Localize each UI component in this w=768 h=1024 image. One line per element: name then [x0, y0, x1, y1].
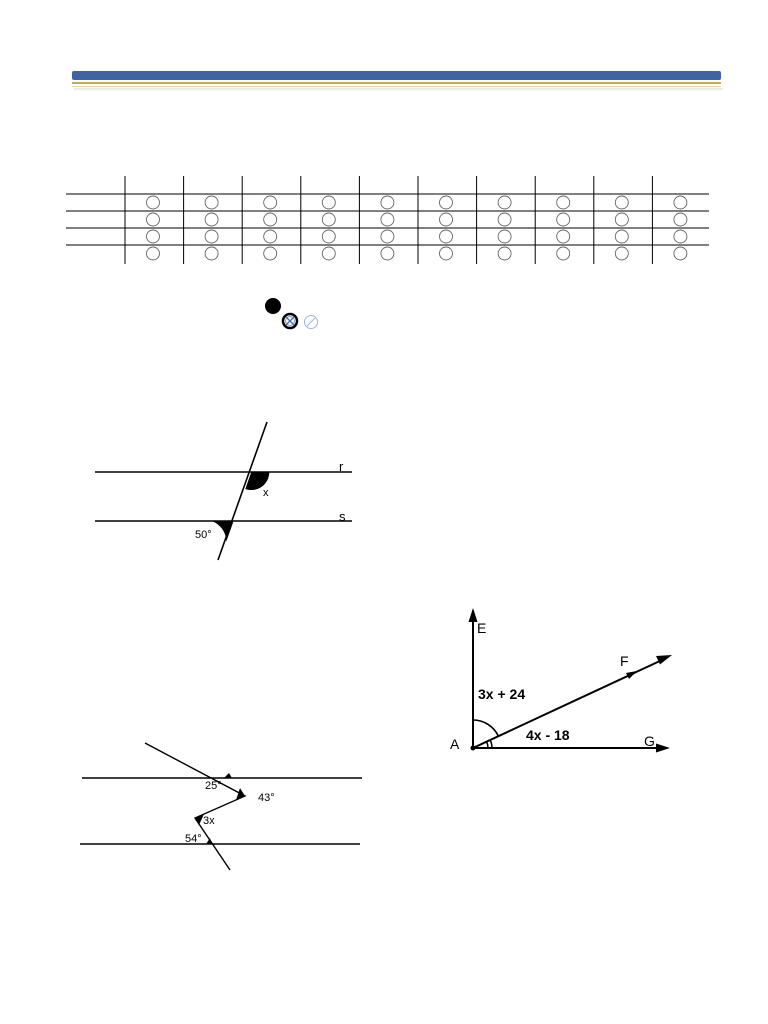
answer-bubble[interactable] [204, 195, 219, 210]
point-e-label: E [477, 620, 486, 636]
answer-bubble[interactable] [321, 212, 336, 227]
arrow-f-mid-icon [626, 671, 637, 679]
header-band-shadow [74, 88, 723, 91]
angle-54-label: 54° [185, 833, 202, 845]
arrow-g-icon [656, 743, 670, 753]
answer-grid [66, 176, 709, 264]
answer-bubble[interactable] [146, 212, 160, 227]
answer-bubble[interactable] [439, 212, 453, 227]
answer-bubble[interactable] [497, 195, 512, 210]
angle-eaf-label: 3x + 24 [478, 686, 525, 702]
figure-rays-angle: E F A G 3x + 24 4x - 18 [450, 608, 672, 753]
header-band-blue [72, 71, 721, 80]
zigzag-path [144, 742, 247, 871]
answer-bubble[interactable] [673, 212, 688, 227]
answer-bubble[interactable] [614, 229, 629, 244]
answer-bubble[interactable] [614, 212, 629, 227]
transversal [217, 421, 268, 561]
answer-bubble[interactable] [614, 246, 629, 261]
answer-bubble[interactable] [497, 212, 512, 227]
angle-x-marker [245, 472, 270, 491]
answer-bubble[interactable] [673, 229, 688, 244]
point-a-label: A [450, 736, 460, 752]
arc-fag-marker-outer [489, 739, 493, 749]
answer-bubble[interactable] [380, 246, 395, 261]
answer-bubble[interactable] [263, 229, 278, 244]
answer-bubble[interactable] [204, 212, 219, 227]
figure-zigzag-parallel-lines: 25° 43° 3x 54° [80, 742, 362, 871]
answer-bubble[interactable] [380, 195, 395, 210]
filled-circle-icon [265, 298, 281, 314]
answer-bubble[interactable] [497, 246, 512, 261]
figure-parallel-lines-transversal: r s x 50° [95, 421, 352, 561]
answer-bubble[interactable] [556, 212, 571, 227]
angle-3x-marker [195, 814, 204, 825]
marking-example [265, 298, 318, 330]
answer-bubble[interactable] [204, 246, 219, 261]
answer-bubble[interactable] [673, 195, 688, 210]
arrow-f-icon [656, 655, 672, 665]
answer-bubble[interactable] [439, 246, 453, 261]
faint-crossed-circle-icon [304, 315, 318, 329]
answer-bubble[interactable] [556, 246, 571, 261]
answer-bubble[interactable] [439, 229, 453, 244]
line-s-label: s [339, 509, 346, 524]
answer-bubble[interactable] [380, 229, 395, 244]
answer-grid-bubbles [146, 195, 688, 261]
answer-grid-lines [66, 176, 709, 264]
arc-fag-marker [485, 741, 489, 749]
arc-eaf-marker [472, 719, 500, 737]
point-g-label: G [644, 733, 655, 749]
angle-given-label: 50° [195, 529, 212, 541]
answer-bubble[interactable] [380, 212, 395, 227]
answer-bubble[interactable] [263, 195, 278, 210]
angle-x-label: x [263, 487, 269, 499]
angle-43-marker [236, 788, 245, 800]
angle-25-label: 25° [205, 780, 222, 792]
header-band-gold-line [72, 82, 721, 84]
arrow-e-icon [468, 608, 478, 622]
angle-fag-label: 4x - 18 [526, 727, 570, 743]
line-r-label: r [339, 459, 344, 474]
answer-bubble[interactable] [321, 246, 336, 261]
answer-bubble[interactable] [263, 246, 278, 261]
answer-bubble[interactable] [146, 195, 160, 210]
answer-bubble[interactable] [321, 195, 336, 210]
answer-bubble[interactable] [497, 229, 512, 244]
crossed-circle-icon [281, 312, 299, 330]
answer-bubble[interactable] [321, 229, 336, 244]
angle-43-label: 43° [258, 792, 275, 804]
answer-bubble[interactable] [204, 229, 219, 244]
answer-bubble[interactable] [556, 229, 571, 244]
angle-25-marker [224, 773, 232, 778]
point-f-label: F [620, 653, 629, 669]
point-a-dot [470, 745, 476, 751]
angle-3x-label: 3x [203, 815, 215, 827]
answer-bubble[interactable] [439, 195, 453, 210]
angle-50-marker [211, 521, 234, 542]
header-band [72, 71, 723, 91]
angle-54-marker [206, 838, 212, 844]
answer-bubble[interactable] [556, 195, 571, 210]
answer-bubble[interactable] [673, 246, 688, 261]
answer-bubble[interactable] [263, 212, 278, 227]
answer-bubble[interactable] [614, 195, 629, 210]
header-band-light-line [72, 86, 721, 87]
answer-bubble[interactable] [146, 229, 160, 244]
answer-bubble[interactable] [146, 246, 160, 261]
